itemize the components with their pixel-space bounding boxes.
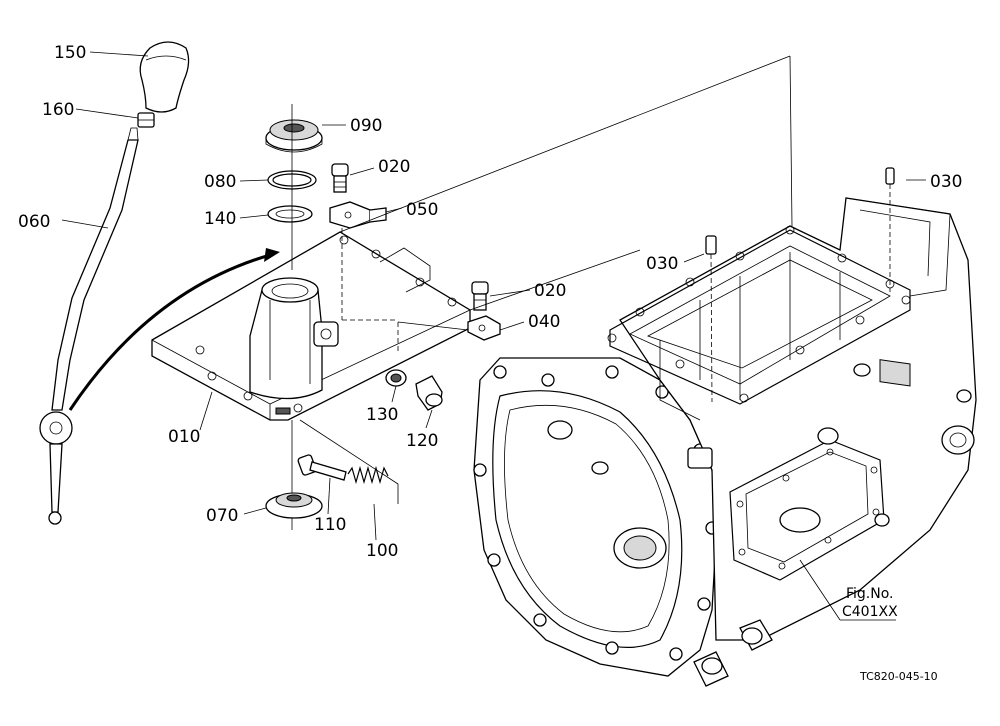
label-080: 080: [204, 172, 236, 192]
upper-seal: [265, 119, 323, 153]
dowel-pin-mid: [705, 235, 717, 403]
cover-plate-assembly: [151, 231, 471, 421]
leader-lines: [61, 51, 926, 621]
install-direction-arrow: [68, 253, 271, 411]
label-160: 160: [42, 100, 74, 120]
shift-lever-assembly: [39, 41, 280, 525]
dowel-pin-top: [885, 167, 895, 292]
gear-case: [619, 197, 977, 641]
lever-ball-joint: [39, 411, 73, 445]
spring-washer: [385, 369, 407, 387]
label-030-mid: 030: [646, 254, 678, 274]
figure-number-code: C401XX: [842, 604, 898, 620]
label-010: 010: [168, 427, 200, 447]
label-090: 090: [350, 116, 382, 136]
label-030-top: 030: [930, 172, 962, 192]
label-060: 060: [18, 212, 50, 232]
label-020-upper: 020: [378, 157, 410, 177]
detent-plunger: [297, 454, 347, 481]
breather-upper: [331, 163, 349, 193]
bracket-lower: [467, 315, 501, 341]
bracket-upper: [329, 201, 387, 229]
detent-spring: [347, 465, 389, 485]
transmission-housing: [473, 197, 977, 687]
lever-rod: [51, 139, 139, 411]
part-labels: 150 160 060 090 020 080 050 140 030 030 …: [18, 43, 962, 561]
label-040: 040: [528, 312, 560, 332]
lever-housing: [249, 289, 323, 400]
breather-lower: [471, 281, 489, 311]
lower-seal: [265, 492, 323, 519]
label-020-lower: 020: [534, 281, 566, 301]
label-140: 140: [204, 209, 236, 229]
label-050: 050: [406, 200, 438, 220]
document-code: TC820-045-10: [859, 670, 938, 683]
label-110: 110: [314, 515, 346, 535]
mounting-bolt: [415, 375, 443, 411]
washer: [267, 205, 313, 223]
lever-knob: [139, 41, 190, 113]
label-100: 100: [366, 541, 398, 561]
label-150: 150: [54, 43, 86, 63]
clutch-bell-housing: [473, 357, 717, 677]
label-070: 070: [206, 506, 238, 526]
figure-number-title: Fig.No.: [846, 586, 894, 602]
figure-number: Fig.No. C401XX: [842, 586, 898, 620]
label-120: 120: [406, 431, 438, 451]
label-130: 130: [366, 405, 398, 425]
